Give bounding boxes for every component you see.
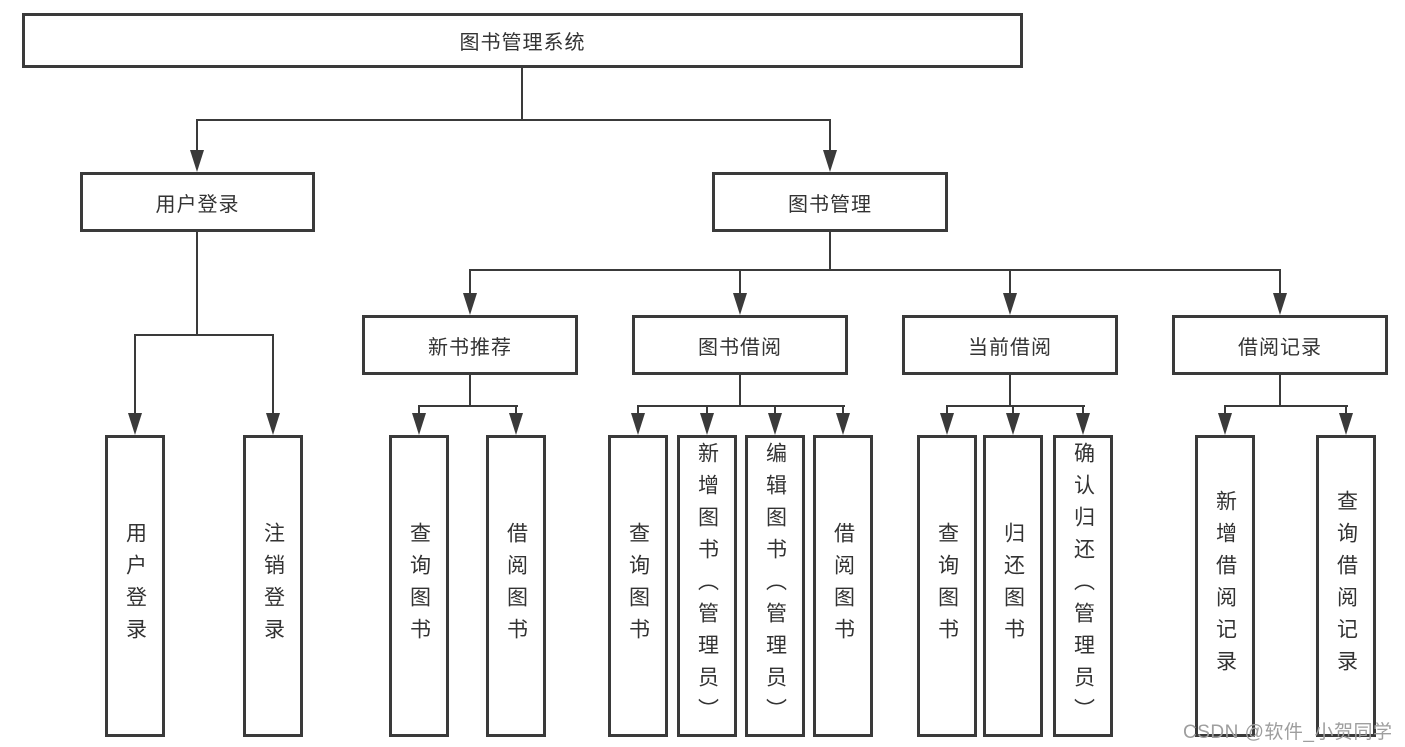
- leaf-add-borrow-record: 新增借阅记录: [1195, 435, 1255, 737]
- connector-line: [469, 375, 471, 407]
- connector-line: [1009, 269, 1011, 296]
- arrow-down-icon: [1076, 413, 1090, 435]
- connector-line: [134, 334, 136, 416]
- connector-line: [637, 405, 845, 407]
- node-current-borrow: 当前借阅: [902, 315, 1118, 375]
- node-user-login-label: 用户登录: [155, 193, 240, 216]
- leaf-return-books-label: 归还图书: [1001, 522, 1025, 650]
- arrow-down-icon: [733, 293, 747, 315]
- leaf-borrow-books-label: 借阅图书: [831, 522, 855, 650]
- connector-line: [1224, 405, 1348, 407]
- connector-line: [829, 232, 831, 271]
- connector-line: [1009, 375, 1011, 407]
- leaf-add-borrow-record-label: 新增借阅记录: [1213, 490, 1237, 682]
- leaf-logout: 注销登录: [243, 435, 303, 737]
- arrow-down-icon: [128, 413, 142, 435]
- leaf-edit-books-admin: 编辑图书（管理员）: [745, 435, 805, 737]
- node-root-label: 图书管理系统: [459, 32, 586, 54]
- leaf-recommend-borrow-books-label: 借阅图书: [504, 522, 528, 650]
- leaf-return-books: 归还图书: [983, 435, 1043, 737]
- connector-line: [196, 119, 198, 157]
- leaf-current-query-books: 查询图书: [917, 435, 977, 737]
- arrow-down-icon: [190, 150, 204, 172]
- leaf-user-login-label: 用户登录: [123, 522, 147, 650]
- leaf-current-query-books-label: 查询图书: [935, 522, 959, 650]
- arrow-down-icon: [509, 413, 523, 435]
- arrow-down-icon: [700, 413, 714, 435]
- leaf-recommend-query-books-label: 查询图书: [407, 522, 431, 650]
- connector-line: [829, 119, 831, 157]
- connector-line: [946, 405, 948, 416]
- leaf-query-borrow-record-label: 查询借阅记录: [1334, 490, 1358, 682]
- arrow-down-icon: [940, 413, 954, 435]
- arrow-down-icon: [1006, 413, 1020, 435]
- arrow-down-icon: [1339, 413, 1353, 435]
- arrow-down-icon: [266, 413, 280, 435]
- connector-line: [739, 375, 741, 407]
- leaf-recommend-borrow-books: 借阅图书: [486, 435, 546, 737]
- csdn-watermark: CSDN @软件_小贺同学: [1183, 722, 1393, 743]
- connector-line: [706, 405, 708, 416]
- arrow-down-icon: [412, 413, 426, 435]
- leaf-logout-label: 注销登录: [261, 522, 285, 650]
- leaf-add-books-admin-label: 新增图书（管理员）: [695, 442, 719, 730]
- leaf-borrow-query-books-label: 查询图书: [626, 522, 650, 650]
- leaf-borrow-query-books: 查询图书: [608, 435, 668, 737]
- connector-line: [196, 232, 198, 336]
- connector-line: [637, 405, 639, 416]
- connector-line: [272, 334, 274, 416]
- connector-line: [1279, 375, 1281, 407]
- arrow-down-icon: [1273, 293, 1287, 315]
- node-book-management: 图书管理: [712, 172, 948, 232]
- leaf-edit-books-admin-label: 编辑图书（管理员）: [763, 442, 787, 730]
- arrow-down-icon: [1003, 293, 1017, 315]
- node-borrow-records-label: 借阅记录: [1238, 336, 1322, 359]
- node-root: 图书管理系统: [22, 13, 1023, 68]
- connector-line: [1012, 405, 1014, 416]
- arrow-down-icon: [823, 150, 837, 172]
- leaf-recommend-query-books: 查询图书: [389, 435, 449, 737]
- connector-line: [946, 405, 1085, 407]
- connector-line: [842, 405, 844, 416]
- arrow-down-icon: [631, 413, 645, 435]
- connector-line: [1279, 269, 1281, 296]
- connector-line: [469, 269, 471, 296]
- node-user-login: 用户登录: [80, 172, 315, 232]
- connector-line: [739, 269, 741, 296]
- node-new-book-recommend-label: 新书推荐: [428, 336, 512, 359]
- connector-line: [196, 119, 830, 121]
- arrow-down-icon: [1218, 413, 1232, 435]
- node-new-book-recommend: 新书推荐: [362, 315, 578, 375]
- arrow-down-icon: [463, 293, 477, 315]
- node-current-borrow-label: 当前借阅: [968, 336, 1052, 359]
- connector-line: [418, 405, 518, 407]
- leaf-borrow-books: 借阅图书: [813, 435, 873, 737]
- connector-line: [469, 269, 1281, 271]
- connector-line: [521, 68, 523, 120]
- connector-line: [134, 334, 274, 336]
- leaf-query-borrow-record: 查询借阅记录: [1316, 435, 1376, 737]
- node-book-management-label: 图书管理: [788, 193, 872, 216]
- arrow-down-icon: [768, 413, 782, 435]
- leaf-confirm-return-admin-label: 确认归还（管理员）: [1071, 442, 1095, 730]
- connector-line: [774, 405, 776, 416]
- node-borrow-records: 借阅记录: [1172, 315, 1388, 375]
- leaf-user-login: 用户登录: [105, 435, 165, 737]
- connector-line: [1082, 405, 1084, 416]
- node-book-borrow-label: 图书借阅: [698, 336, 782, 359]
- connector-line: [515, 405, 517, 416]
- leaf-confirm-return-admin: 确认归还（管理员）: [1053, 435, 1113, 737]
- node-book-borrow: 图书借阅: [632, 315, 848, 375]
- connector-line: [1224, 405, 1226, 416]
- connector-line: [1345, 405, 1347, 416]
- leaf-add-books-admin: 新增图书（管理员）: [677, 435, 737, 737]
- arrow-down-icon: [836, 413, 850, 435]
- connector-line: [418, 405, 420, 416]
